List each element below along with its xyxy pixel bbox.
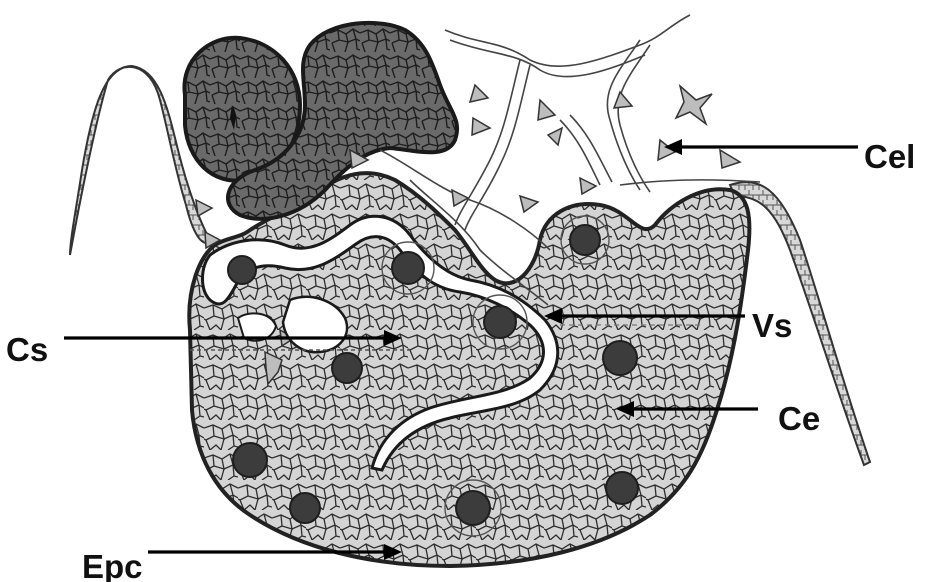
- label-epc: Epc: [82, 548, 143, 582]
- label-ce: Ce: [778, 400, 820, 437]
- label-cs: Cs: [6, 331, 48, 368]
- label-cel: Cel: [864, 138, 915, 175]
- label-vs: Vs: [752, 307, 792, 344]
